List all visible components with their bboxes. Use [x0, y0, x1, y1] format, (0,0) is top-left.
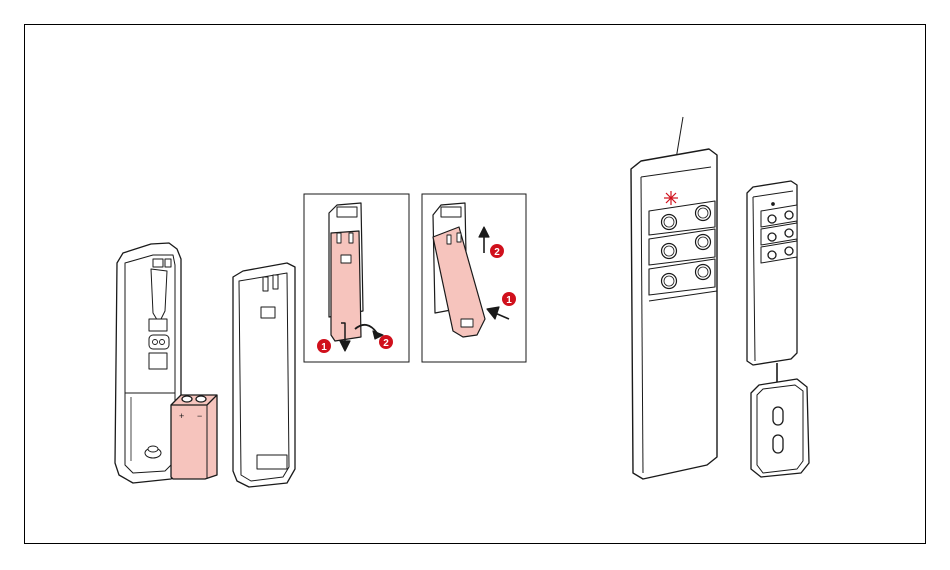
led-indicator-icon	[664, 191, 678, 205]
cover-insertion-inset: 2 1	[422, 194, 526, 362]
svg-text:+: +	[179, 411, 184, 421]
step-2-badge: 2	[383, 338, 389, 349]
cover-removal-inset: 1 2	[304, 194, 409, 362]
battery-cover	[233, 263, 295, 487]
remote-control-small	[747, 181, 797, 365]
wall-holder	[751, 379, 809, 477]
step-1-badge: 1	[321, 342, 327, 353]
battery-9v-icon: + −	[171, 395, 217, 479]
remote-control-large	[631, 117, 717, 479]
figure-frame: + − 1 2	[24, 24, 926, 544]
svg-text:−: −	[197, 411, 202, 421]
step-2-badge: 2	[494, 247, 500, 258]
battery-replacement-diagram: + − 1 2	[25, 25, 925, 543]
step-1-badge: 1	[506, 295, 512, 306]
